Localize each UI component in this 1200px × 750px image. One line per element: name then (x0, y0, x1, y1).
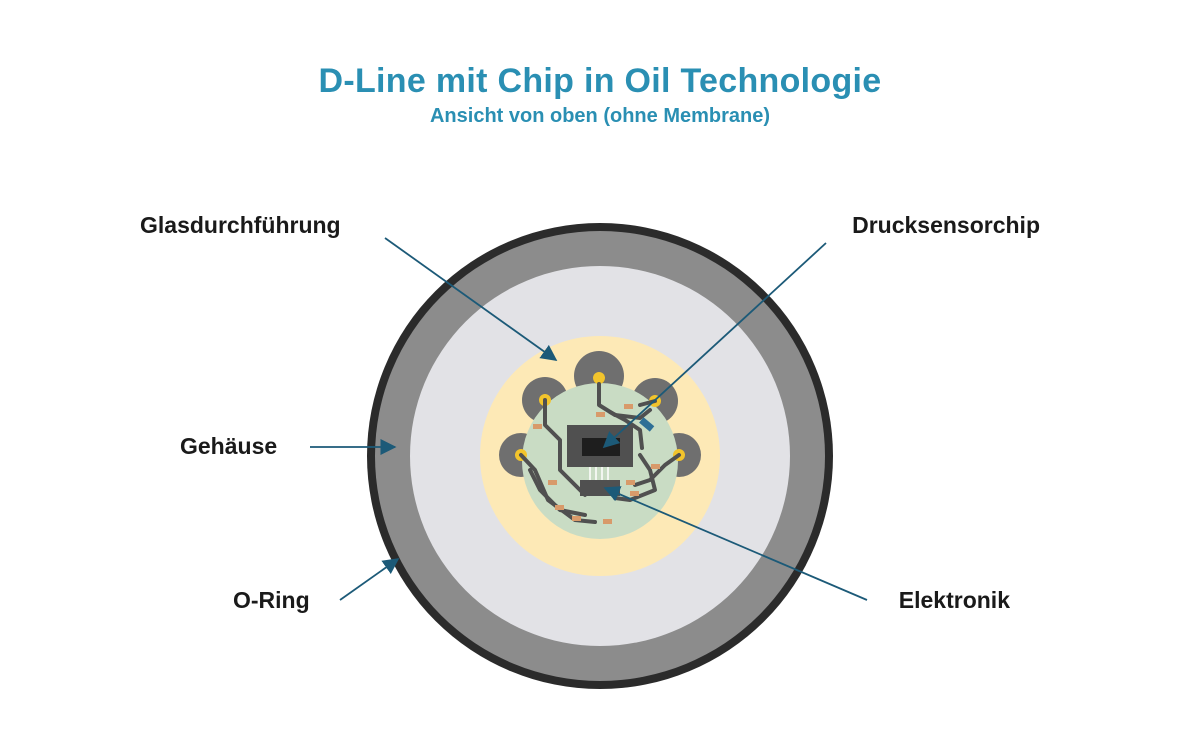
pcb-traces (519, 382, 681, 524)
diagram-title: D-Line mit Chip in Oil Technologie (318, 62, 882, 100)
smd-component (533, 424, 542, 429)
smd-component (630, 491, 639, 496)
electronics-asic (580, 480, 620, 496)
leader-drucksensorchip (602, 242, 827, 449)
leader-elektronik (603, 486, 868, 601)
pin-core (593, 372, 605, 384)
pressure-sensor-chip (582, 438, 620, 456)
label-drucksensorchip: Drucksensorchip (852, 212, 1040, 238)
label-glasdurchfuehrung: Glasdurchführung (140, 212, 341, 238)
smd-component (572, 516, 581, 521)
diagram-subtitle: Ansicht von oben (ohne Membrane) (429, 105, 771, 127)
smd-component (548, 480, 557, 485)
smd-component (626, 480, 635, 485)
leader-glasdurchfuehrung (384, 237, 558, 361)
resistor (639, 417, 655, 432)
smd-components (533, 404, 660, 524)
leader-o-ring (339, 558, 400, 601)
bond-wires (589, 467, 609, 482)
smd-component (555, 505, 564, 510)
smd-component (624, 404, 633, 409)
label-o-ring: O-Ring (233, 587, 310, 613)
label-gehaeuse: Gehäuse (180, 433, 278, 459)
smd-component (651, 464, 660, 469)
label-elektronik: Elektronik (898, 587, 1010, 613)
leader-lines (310, 237, 868, 601)
smd-component (603, 519, 612, 524)
smd-component (596, 412, 605, 417)
